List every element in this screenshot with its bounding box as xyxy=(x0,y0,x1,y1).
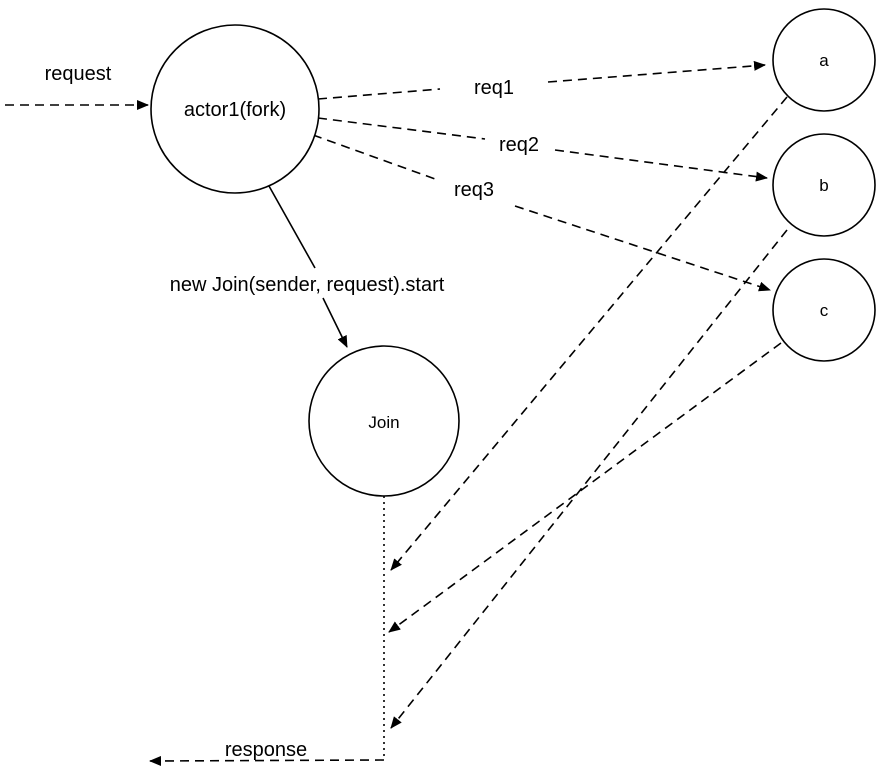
req1-arrow xyxy=(317,65,765,100)
response-label: response xyxy=(225,739,307,761)
request-label: request xyxy=(45,63,112,85)
actor1-node: actor1(fork) xyxy=(150,24,320,194)
req3-label: req3 xyxy=(454,179,494,201)
req2-label: req2 xyxy=(499,134,539,156)
spawn-join-label: new Join(sender, request).start xyxy=(170,274,445,296)
node-a: a xyxy=(772,8,876,112)
join-node: Join xyxy=(308,345,460,497)
response-arrow xyxy=(149,755,385,766)
req1-label: req1 xyxy=(474,77,514,99)
reply-a-arrow xyxy=(390,96,788,571)
join-label: Join xyxy=(368,413,399,432)
node-b: b xyxy=(772,133,876,237)
spawn-join-arrow xyxy=(268,185,347,347)
node-a-label: a xyxy=(819,51,829,70)
req2-arrow xyxy=(317,117,767,178)
reply-c-arrow xyxy=(388,342,782,633)
node-c-label: c xyxy=(820,301,829,320)
actor1-label: actor1(fork) xyxy=(184,99,286,121)
node-b-label: b xyxy=(819,176,828,195)
node-c: c xyxy=(772,258,876,362)
reply-b-arrow xyxy=(390,229,788,729)
req3-arrow xyxy=(312,134,770,290)
